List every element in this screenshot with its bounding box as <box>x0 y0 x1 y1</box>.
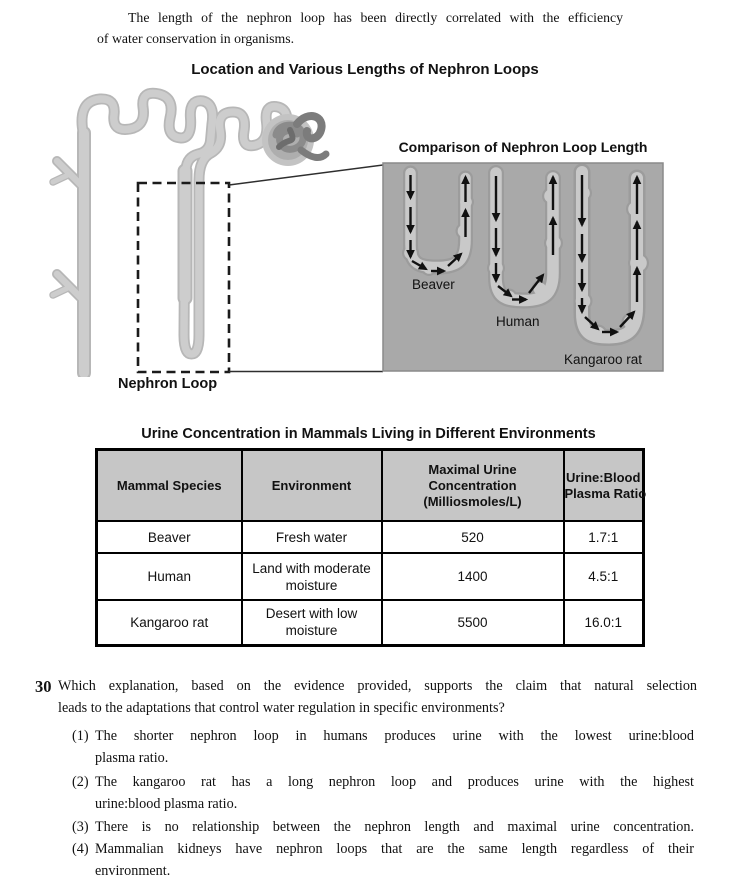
cell-max-urine: 5500 <box>380 599 565 646</box>
answer-option-1: (1) The shorter nephron loop in humans p… <box>72 726 694 769</box>
intro-line: of water conservation in organisms. <box>97 31 295 46</box>
header-environment: Environment <box>240 448 383 522</box>
header-urine-blood-plasma-ratio: Urine:Blood Plasma Ratio <box>562 448 646 522</box>
intro-line: The length of the nephron loop has been … <box>128 10 623 25</box>
glomerulus <box>262 112 330 166</box>
figure-title: Location and Various Lengths of Nephron … <box>191 61 539 78</box>
table-title: Urine Concentration in Mammals Living in… <box>141 426 596 442</box>
human-label: Human <box>496 314 540 329</box>
answer-option-3: (3) There is no relationship between the… <box>72 817 694 839</box>
option-number: (1) <box>72 728 89 744</box>
cell-environment: Fresh water <box>240 520 383 554</box>
header-maximal-urine-concentration: Maximal Urine Concentration (Milliosmole… <box>380 448 565 522</box>
header-mammal-species: Mammal Species <box>95 448 243 522</box>
urine-concentration-table: Mammal Species Environment Maximal Urine… <box>95 448 646 647</box>
cell-max-urine: 520 <box>380 520 565 554</box>
comparison-panel <box>382 162 664 372</box>
answer-option-2: (2) The kangaroo rat has a long nephron … <box>72 772 694 815</box>
option-number: (3) <box>72 819 89 835</box>
nephron-diagram <box>49 87 330 377</box>
question-number: 30 <box>35 677 52 696</box>
cell-species: Human <box>95 552 243 601</box>
question-text: Which explanation, based on the evidence… <box>58 678 697 716</box>
answer-option-4: (4) Mammalian kidneys have nephron loops… <box>72 839 694 882</box>
nephron-figure <box>49 87 664 377</box>
callout-connector-lines <box>228 164 384 373</box>
cell-ratio: 1.7:1 <box>562 520 645 554</box>
nephron-loop-dashed-box <box>136 181 231 374</box>
comparison-title: Comparison of Nephron Loop Length <box>398 139 648 155</box>
cell-max-urine: 1400 <box>380 552 565 601</box>
intro-paragraph: The length of the nephron loop has been … <box>97 7 623 49</box>
beaver-label: Beaver <box>412 277 455 292</box>
table-row: Human Land with moderate moisture 1400 4… <box>95 552 645 601</box>
cell-environment: Desert with low moisture <box>240 599 383 646</box>
option-number: (4) <box>72 841 89 857</box>
cell-environment: Land with moderate moisture <box>240 552 383 601</box>
nephron-loop-label: Nephron Loop <box>118 376 218 392</box>
cell-species: Kangaroo rat <box>95 599 243 646</box>
cell-species: Beaver <box>95 520 243 554</box>
cell-ratio: 4.5:1 <box>562 552 645 601</box>
table-header-row: Mammal Species Environment Maximal Urine… <box>95 448 646 522</box>
option-number: (2) <box>72 774 89 790</box>
flow-arrows <box>406 174 642 337</box>
kangaroo-rat-label: Kangaroo rat <box>564 352 643 367</box>
table-row: Beaver Fresh water 520 1.7:1 <box>95 520 645 554</box>
table-row: Kangaroo rat Desert with low moisture 55… <box>95 599 645 646</box>
cell-ratio: 16.0:1 <box>562 599 645 646</box>
